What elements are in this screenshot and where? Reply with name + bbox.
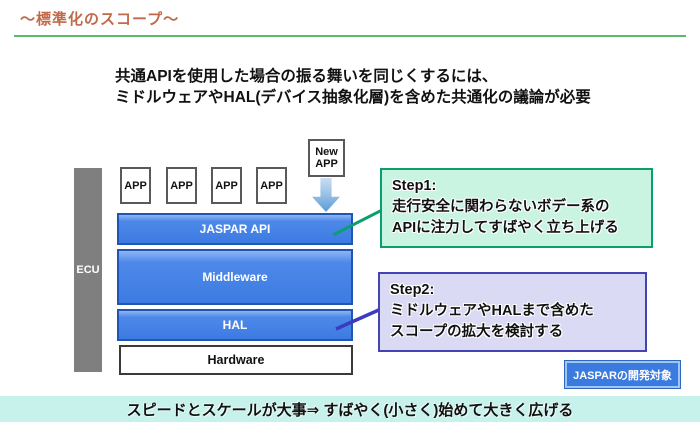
new-app-line-2: APP [315, 158, 338, 170]
layer-jaspar-api: JASPAR API [117, 213, 353, 245]
ecu-block: ECU [74, 168, 102, 372]
step2-title: Step2: [390, 282, 435, 298]
step2-line-2: スコープの拡大を検討する [390, 324, 564, 340]
step1-title: Step1: [392, 178, 437, 194]
app-box: APP [120, 167, 151, 204]
app-box: APP [211, 167, 242, 204]
app-box: APP [256, 167, 287, 204]
footer-text: スピードとスケールが大事⇒ すばやく(小さく)始めて大きく広げる [126, 401, 574, 419]
intro-text: 共通APIを使用した場合の振る舞いを同じくするには、 ミドルウェアやHAL(デバ… [115, 66, 591, 108]
step2-callout: Step2: ミドルウェアやHALまで含めた スコープの拡大を検討する [378, 272, 647, 352]
intro-line-2: ミドルウェアやHAL(デバイス抽象化層)を含めた共通化の議論が必要 [115, 89, 591, 106]
footer-banner: スピードとスケールが大事⇒ すばやく(小さく)始めて大きく広げる [0, 396, 700, 422]
layer-hal: HAL [117, 309, 353, 341]
down-arrow-icon [312, 178, 340, 212]
ecu-label: ECU [76, 264, 100, 276]
new-app-box: New APP [308, 139, 345, 177]
step1-line-1: 走行安全に関わらないボデー系の [392, 199, 610, 215]
layer-middleware: Middleware [117, 249, 353, 305]
page-title: 〜標準化のスコープ〜 [20, 11, 180, 28]
step2-line-1: ミドルウェアやHALまで含めた [390, 303, 594, 319]
jaspar-scope-badge: JASPARの開発対象 [564, 360, 681, 389]
intro-line-1: 共通APIを使用した場合の振る舞いを同じくするには、 [115, 68, 498, 85]
app-box: APP [166, 167, 197, 204]
layer-hardware: Hardware [119, 345, 353, 375]
title-underline [14, 35, 686, 37]
new-app-line-1: New [315, 146, 338, 158]
step1-line-2: APIに注力してすばやく立ち上げる [392, 220, 619, 236]
step1-callout: Step1: 走行安全に関わらないボデー系の APIに注力してすばやく立ち上げる [380, 168, 653, 248]
